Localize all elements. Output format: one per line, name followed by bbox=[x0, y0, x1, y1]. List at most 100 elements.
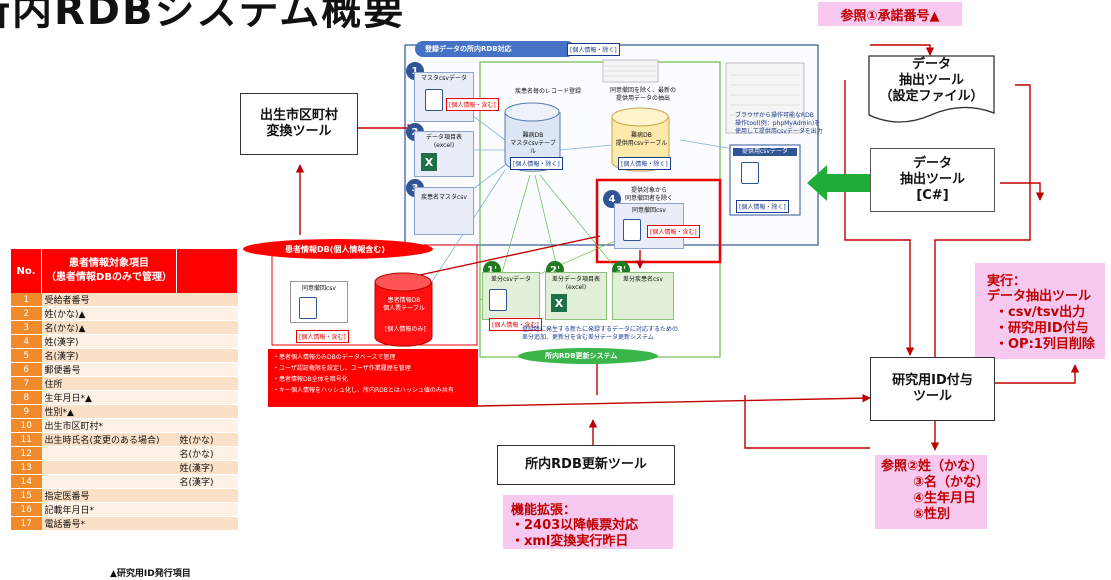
table-cell-no: 9 bbox=[11, 404, 42, 419]
data-items-label: データ項目表 (excel) bbox=[425, 134, 462, 149]
note-master: 疾患名毎のレコード登録 bbox=[515, 88, 582, 95]
table-header-item: 患者情報対象項目 （患者情報DBのみで管理） bbox=[41, 249, 177, 293]
note-provided: 同意撤回を除く、最新の 提供用データの抽出 bbox=[610, 87, 677, 102]
personal-db-label: 患者情報DB 個人票テーブル bbox=[383, 297, 425, 312]
table-cell-no: 3 bbox=[11, 320, 42, 335]
table-cell-item: 住所 bbox=[41, 376, 177, 391]
provided-csv-tag: [個人情報・除く] bbox=[736, 200, 789, 213]
registration-tag: [個人情報・除く] bbox=[567, 43, 620, 56]
feature-item: ・2403以降帳票対応 bbox=[511, 518, 639, 533]
registration-label: 登録データの所内RDB対応 bbox=[425, 45, 512, 53]
diff-csv-label: 差分csvデータ bbox=[491, 276, 531, 283]
personal-consent-label: 同意撤回csv bbox=[302, 285, 336, 292]
green-arrow bbox=[807, 165, 870, 201]
rdb-system-pill bbox=[518, 348, 658, 364]
patient-db-label: 患者情報DB(個人情報含む) bbox=[285, 245, 386, 254]
extract-config-box: データ 抽出ツール （設定ファイル） bbox=[868, 55, 995, 123]
table-cell-no: 11 bbox=[11, 432, 42, 447]
table-cell-sub: 姓(漢字) bbox=[176, 460, 238, 475]
table-cell-item: 受給者番号 bbox=[41, 293, 177, 307]
table-cell-item: 郵便番号 bbox=[41, 362, 177, 377]
ref2-item: ③名（かな） bbox=[913, 475, 990, 490]
table-cell-item bbox=[41, 446, 177, 461]
diff-csv-icon bbox=[489, 289, 507, 311]
table-cell-item: 指定医番号 bbox=[41, 488, 177, 503]
table-cell-sub: 名(漢字) bbox=[176, 474, 238, 489]
provided-csv-label: 提供用csvデータ bbox=[733, 148, 797, 156]
table-cell-no: 17 bbox=[11, 516, 42, 531]
table-cell-no: 10 bbox=[11, 418, 42, 433]
diff-csv-card: 差分csvデータ bbox=[482, 272, 540, 320]
table-cell-item: 出生市区町村* bbox=[41, 418, 177, 433]
rdb-system-label: 所内RDB更新システム bbox=[545, 352, 618, 360]
security-note: ・ユーザ認証権限を設定し、ユーザ作業履歴を管理 bbox=[273, 365, 411, 372]
consent-csv-label: 同意撤回csv bbox=[632, 207, 666, 214]
master-csv-label: マスタcsvデータ bbox=[421, 75, 467, 82]
table-cell-sub: 名(かな) bbox=[176, 446, 238, 461]
exec-line: データ抽出ツール bbox=[987, 289, 1092, 304]
table-cell-no: 15 bbox=[11, 488, 42, 503]
provided-excl-tag: [個人情報・除く] bbox=[618, 157, 671, 170]
ref2-item: ⑤性別 bbox=[913, 507, 951, 522]
table-cell-no: 2 bbox=[11, 306, 42, 321]
security-note: ・患者情報DB全体を暗号化 bbox=[273, 376, 348, 383]
table-cell-sub bbox=[176, 376, 238, 391]
master-csv-card: マスタcsvデータ bbox=[414, 72, 474, 122]
exec-item: ・csv/tsv出力 bbox=[995, 305, 1086, 320]
page-title: 所内RDBシステム概要 bbox=[0, 0, 406, 34]
provided-csv-card: 提供用csvデータ bbox=[733, 148, 797, 184]
exec-note-box: 実行： データ抽出ツール ・csv/tsv出力 ・研究用ID付与 ・OP:1列目… bbox=[975, 263, 1105, 359]
personal-incl-tag: [個人情報・含む] bbox=[296, 330, 349, 343]
personal-consent-card: 同意撤回csv bbox=[290, 281, 348, 323]
table-cell-sub bbox=[176, 320, 238, 335]
diff-disease-label: 差分疾患名csv bbox=[623, 276, 663, 283]
table-cell-item: 姓(かな)▲ bbox=[41, 306, 177, 321]
note-tool: ブラウザから操作可能なRDB 操作tool(例：phpMyAdmin)を 使用し… bbox=[735, 112, 823, 135]
registration-pill bbox=[415, 41, 575, 57]
provided-db-label: 難病DB 提供用csvテーブル bbox=[615, 132, 668, 147]
master-db-label: 難病DB マスタcsvテーブル bbox=[510, 132, 556, 155]
table-cell-item: 記載年月日* bbox=[41, 502, 177, 517]
table-cell-item: 性別*▲ bbox=[41, 404, 177, 419]
table-cell-no: 6 bbox=[11, 362, 42, 377]
table-cell-sub bbox=[176, 418, 238, 433]
table-cell-no: 14 bbox=[11, 474, 42, 489]
table-cell-item: 名(かな)▲ bbox=[41, 320, 177, 335]
consent-highlight-frame bbox=[595, 178, 722, 264]
table-cell-sub: 姓(かな) bbox=[176, 432, 238, 447]
table-cell-item bbox=[41, 474, 177, 489]
excel-icon: X bbox=[421, 153, 437, 171]
note-consent: 提供対象から 同意撤回者を除く bbox=[625, 187, 674, 202]
diff-disease-card: 差分疾患名csv bbox=[612, 272, 674, 320]
table-cell-item: 出生時氏名(変更のある場合) bbox=[41, 432, 177, 447]
diff-items-label: 差分データ項目表 (excel) bbox=[551, 276, 600, 291]
table-row: 13 姓(漢字) bbox=[11, 460, 238, 475]
table-cell-item: 生年月日*▲ bbox=[41, 390, 177, 405]
feature-title: 機能拡張： bbox=[511, 503, 577, 518]
table-cell-item: 電話番号* bbox=[41, 516, 177, 531]
table-cell-item bbox=[41, 460, 177, 475]
table-cell-sub bbox=[176, 306, 238, 321]
birthplace-tool-box: 出生市区町村 変換ツール bbox=[240, 93, 358, 155]
disease-master-label: 疾患名マスタcsv bbox=[421, 194, 467, 201]
table-cell-no: 13 bbox=[11, 460, 42, 475]
personal-only-label: [個人情報のみ] bbox=[385, 326, 426, 333]
exec-item: ・OP:1列目削除 bbox=[995, 337, 1095, 352]
master-excl-tag: [個人情報・除く] bbox=[510, 157, 563, 170]
table-cell-no: 16 bbox=[11, 502, 42, 517]
security-note: ・患者個人情報のみDBのデータベースで管理 bbox=[273, 354, 396, 361]
